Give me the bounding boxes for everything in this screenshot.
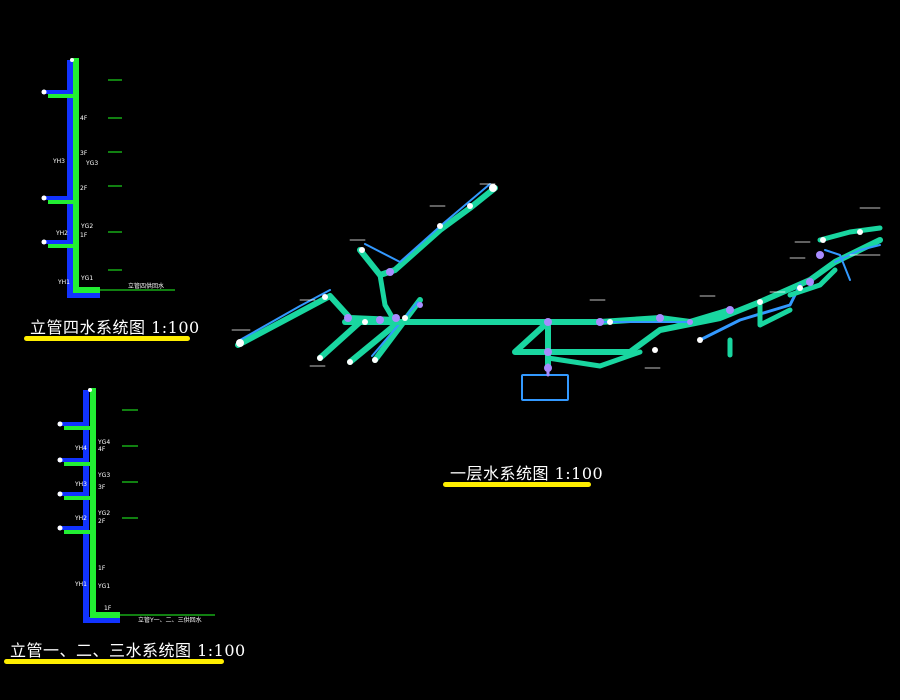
west-branch-lower bbox=[235, 293, 398, 348]
northwest-branch bbox=[357, 185, 498, 278]
riser-four-title: 立管四水系统图 1:100 bbox=[30, 318, 200, 337]
riser-one-two-three-diagram bbox=[57, 388, 215, 623]
fixture-markers bbox=[236, 184, 863, 365]
riser-123-leaders bbox=[120, 409, 215, 616]
pipe-nodes bbox=[344, 251, 824, 372]
riser-123-return-pipe bbox=[83, 390, 120, 623]
riser-four-supply-pipe bbox=[73, 58, 100, 293]
riser-four-branches bbox=[42, 90, 76, 248]
riser-one-two-three-title-underline bbox=[4, 659, 224, 664]
riser-four-leaders bbox=[100, 79, 175, 291]
ground-floor-title: 一层水系统图 1:100 bbox=[450, 464, 604, 483]
riser-four-title-underline bbox=[24, 336, 190, 341]
riser-four-diagram bbox=[41, 58, 175, 298]
ground-floor-title-underline bbox=[443, 482, 591, 487]
riser-four-return-pipe bbox=[67, 60, 100, 298]
ground-floor-diagram bbox=[231, 183, 883, 401]
equipment-box bbox=[521, 374, 569, 401]
annotation-leaders bbox=[231, 183, 881, 369]
riser-123-supply-pipe bbox=[90, 388, 120, 618]
riser-four-valve-dots bbox=[41, 58, 74, 245]
riser-123-branches bbox=[58, 422, 93, 534]
riser-one-two-three-title: 立管一、二、三水系统图 1:100 bbox=[10, 641, 246, 660]
riser-123-valve-dots bbox=[57, 388, 92, 531]
